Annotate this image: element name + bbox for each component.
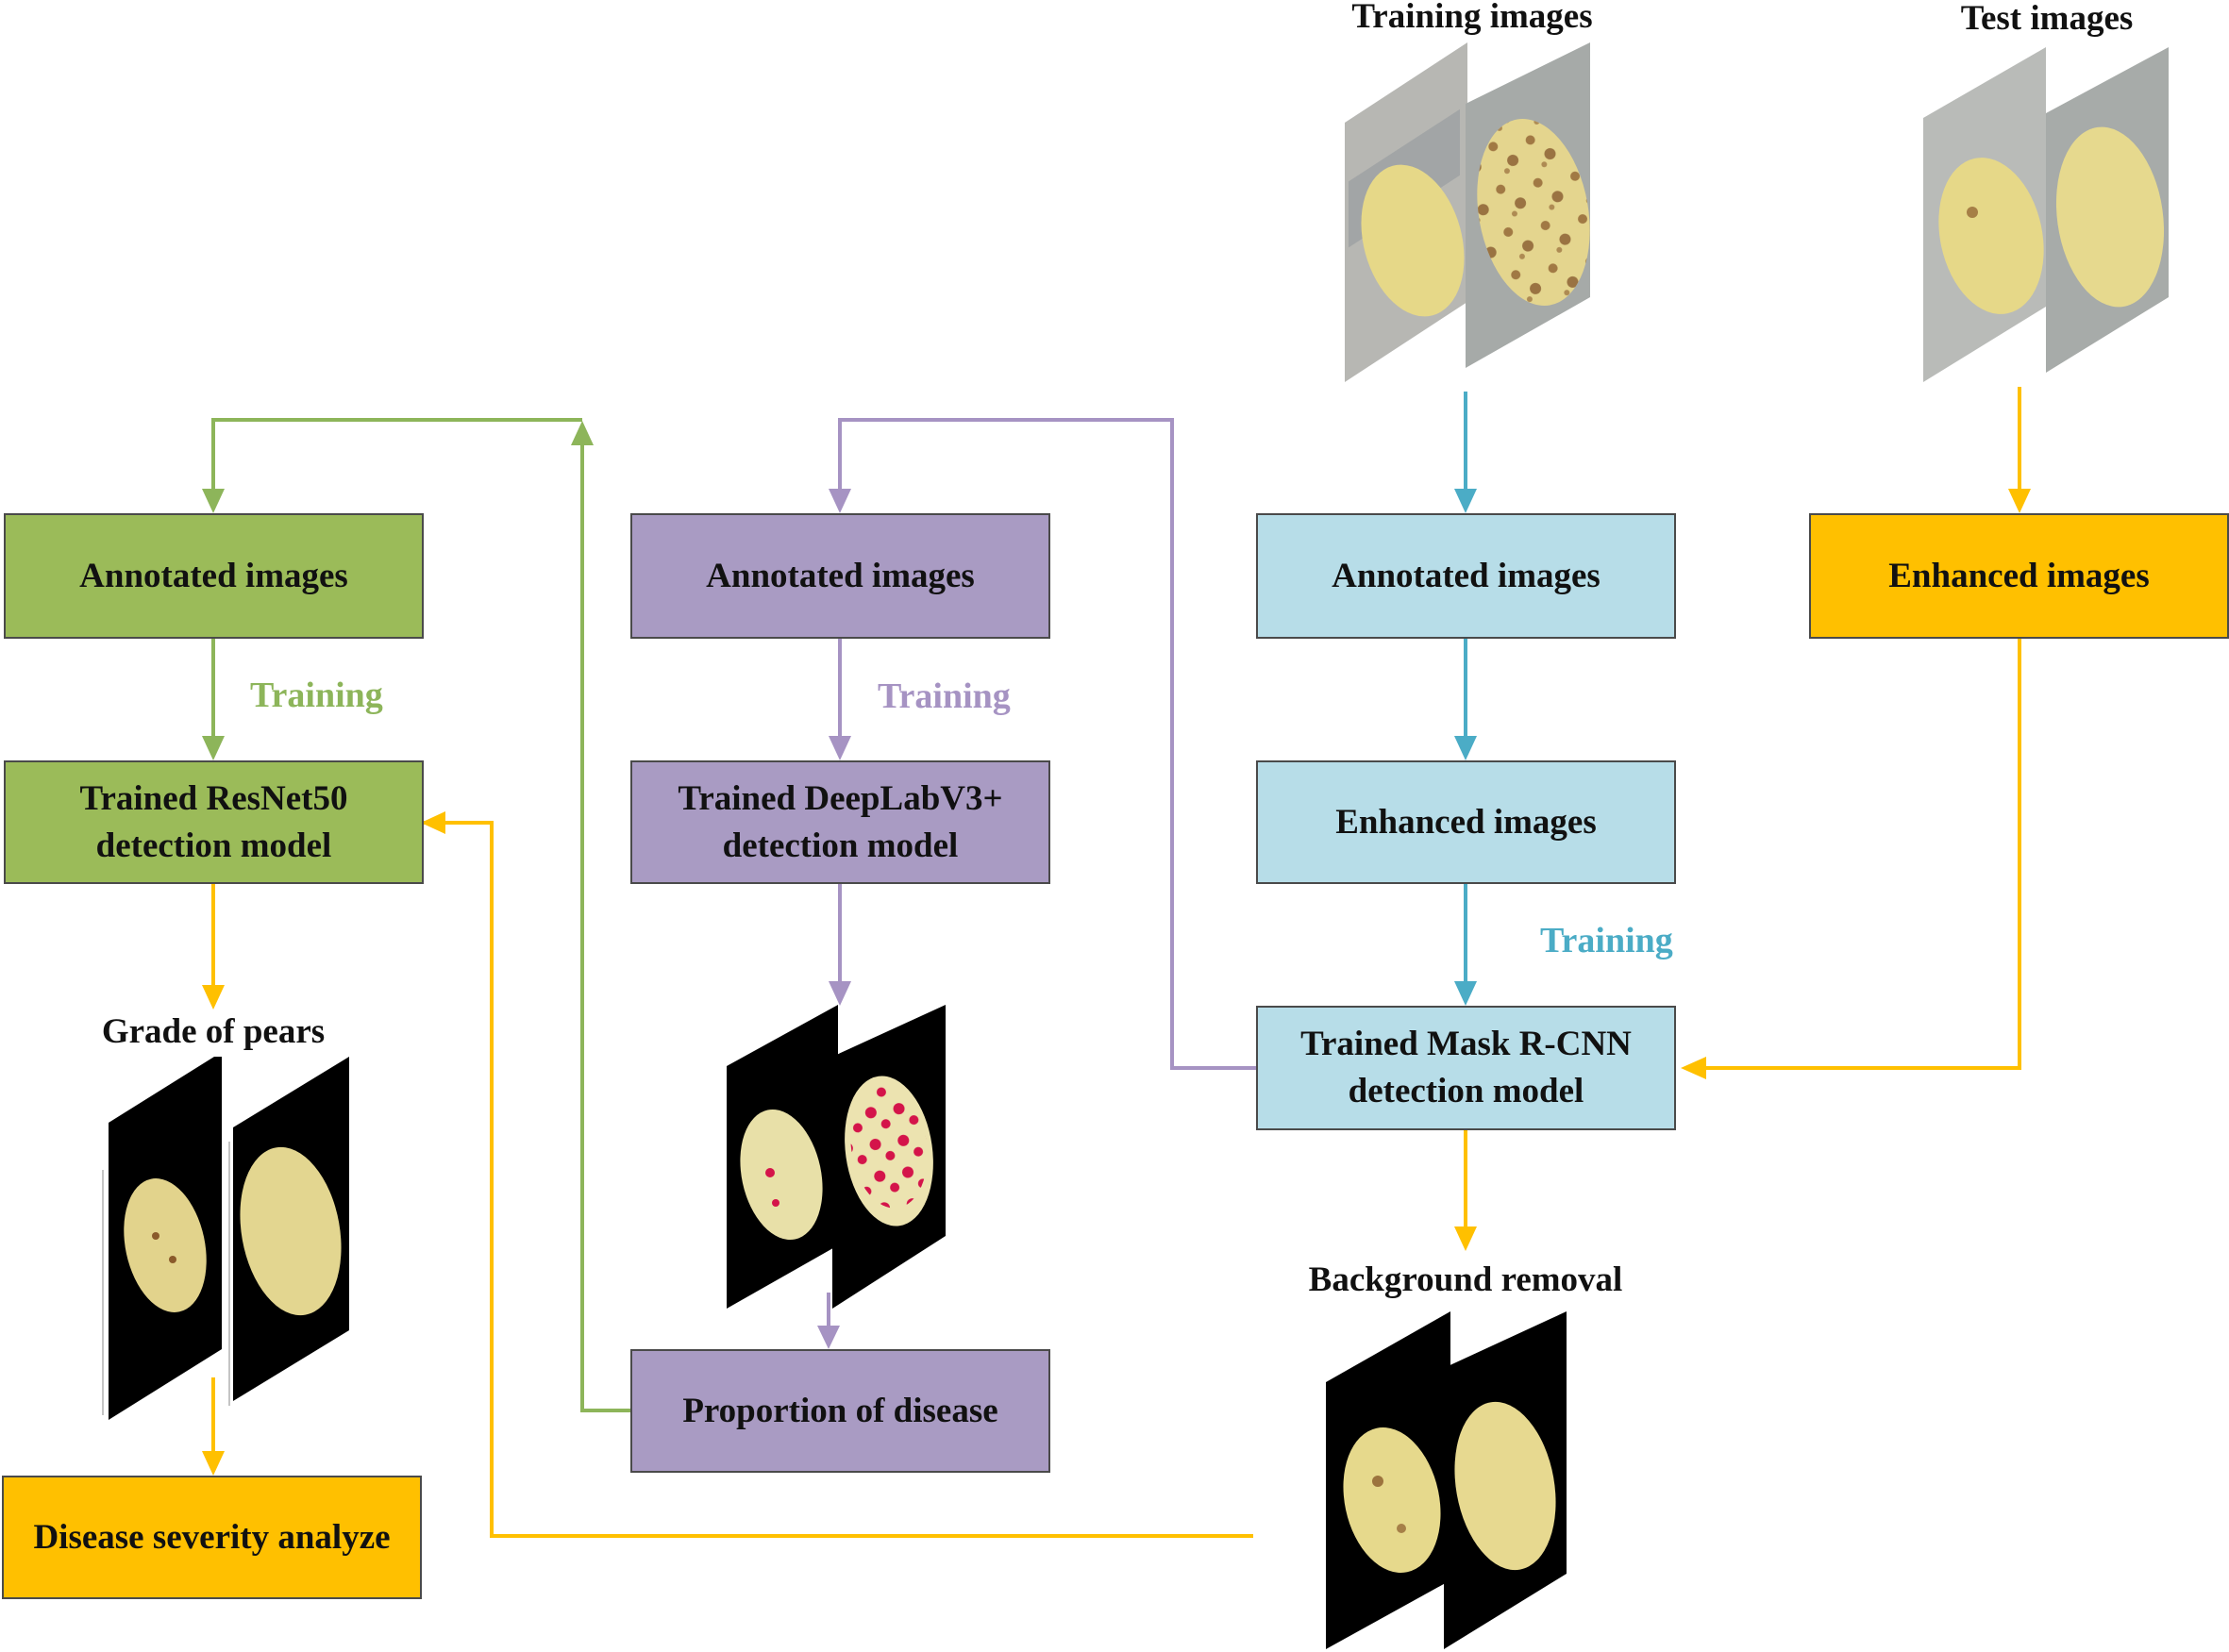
disease-severity-label: Disease severity analyze <box>33 1517 391 1557</box>
orange-flow <box>211 387 2021 1538</box>
resnet50-model-box: Trained ResNet50 detection model <box>4 760 424 884</box>
annotated-images-box-blue: Annotated images <box>1256 513 1676 639</box>
annotated-images-box-purple: Annotated images <box>630 513 1050 639</box>
pear-grade-images <box>102 1057 349 1420</box>
annotated-images-label: Annotated images <box>706 556 975 595</box>
test-images-title: Test images <box>1960 0 2134 38</box>
disease-severity-box: Disease severity analyze <box>2 1476 422 1599</box>
green-flow <box>211 418 630 1412</box>
background-removed-images <box>1326 1311 1567 1649</box>
proportion-of-disease-label: Proportion of disease <box>682 1391 998 1430</box>
annotated-images-label: Annotated images <box>1332 556 1601 595</box>
enhanced-images-box-blue: Enhanced images <box>1256 760 1676 884</box>
training-images-photo <box>1345 42 1590 382</box>
annotated-images-label: Annotated images <box>79 556 348 595</box>
training-images-title: Training images <box>1351 0 1593 36</box>
deeplabv3-model-box: Trained DeepLabV3+ detection model <box>630 760 1050 884</box>
mask-rcnn-model-label: Trained Mask R-CNN detection model <box>1300 1025 1632 1110</box>
deeplabv3-model-label: Trained DeepLabV3+ detection model <box>678 778 1003 865</box>
purple-flow <box>827 418 1256 1326</box>
grade-of-pears-title: Grade of pears <box>101 1012 326 1051</box>
enhanced-images-box-orange: Enhanced images <box>1809 513 2229 639</box>
proportion-of-disease-box: Proportion of disease <box>630 1349 1050 1473</box>
background-removal-title: Background removal <box>1308 1260 1623 1299</box>
enhanced-images-label: Enhanced images <box>1888 556 2150 595</box>
disease-segmentation-images <box>727 1005 946 1309</box>
training-label-green: Training <box>250 676 383 715</box>
test-images-photo <box>1923 47 2169 382</box>
annotated-images-box-green: Annotated images <box>4 513 424 639</box>
resnet50-model-label: Trained ResNet50 detection model <box>79 778 348 865</box>
mask-rcnn-model-box: Trained Mask R-CNN detection model <box>1256 1006 1676 1130</box>
enhanced-images-label: Enhanced images <box>1335 802 1597 842</box>
training-label-blue: Training <box>1540 921 1673 960</box>
training-label-purple: Training <box>878 676 1011 716</box>
